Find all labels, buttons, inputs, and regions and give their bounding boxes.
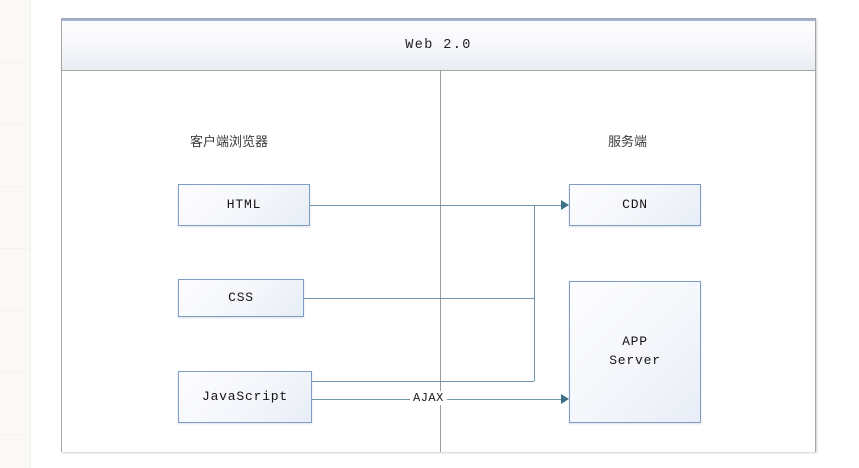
diagram-header: Web 2.0 [62, 19, 815, 71]
node-html[interactable]: HTML [178, 184, 310, 226]
node-appserver-label-line1: APP [622, 334, 648, 350]
arrowhead-cdn [561, 200, 569, 210]
wire-javascript-to-trunk [312, 381, 534, 382]
diagram-frame: Web 2.0 客户端浏览器 服务端 AJAX HTML CSS JavaScr… [61, 18, 816, 452]
node-javascript-label: JavaScript [201, 388, 288, 404]
node-appserver[interactable]: APP Server [569, 281, 701, 423]
zone-label-client: 客户端浏览器 [190, 135, 269, 150]
wire-trunk-to-cdn [534, 205, 561, 206]
node-css[interactable]: CSS [178, 279, 304, 317]
wire-css-to-trunk [304, 298, 534, 299]
page-margin-band [0, 0, 31, 468]
arrowhead-appserver [561, 394, 569, 404]
node-css-label: CSS [228, 289, 254, 305]
wire-label-ajax: AJAX [410, 391, 447, 405]
wire-vertical-trunk [534, 205, 535, 381]
diagram-body: 客户端浏览器 服务端 AJAX HTML CSS JavaScript CDN [62, 71, 815, 452]
zone-label-server: 服务端 [608, 135, 648, 150]
zone-divider [440, 71, 441, 452]
wire-html-to-trunk [310, 205, 534, 206]
node-cdn-label: CDN [622, 196, 648, 212]
node-cdn[interactable]: CDN [569, 184, 701, 226]
node-html-label: HTML [226, 196, 262, 212]
diagram-title: Web 2.0 [405, 38, 472, 53]
node-javascript[interactable]: JavaScript [178, 371, 312, 423]
node-appserver-label: APP Server [609, 333, 661, 371]
node-appserver-label-line2: Server [609, 353, 661, 368]
